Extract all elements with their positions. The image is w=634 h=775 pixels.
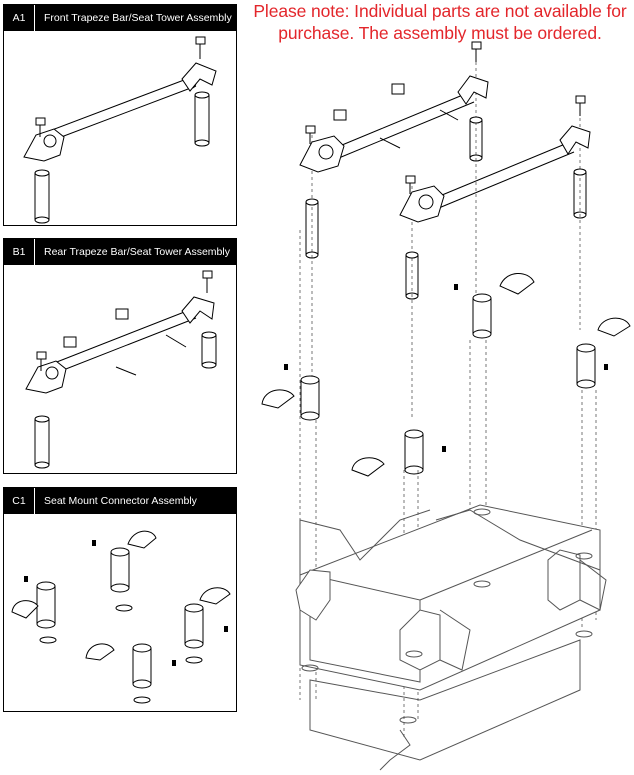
front-trapeze-drawing xyxy=(23,36,217,224)
panel-front-trapeze: A1 Front Trapeze Bar/Seat Tower Assembly xyxy=(3,4,237,226)
connector-icon xyxy=(110,530,157,612)
nut-icon xyxy=(63,336,77,348)
nut-icon xyxy=(115,308,129,320)
base-frame-icon xyxy=(295,504,607,771)
seat-tower-icon xyxy=(405,251,419,300)
panel-id: C1 xyxy=(4,488,35,514)
connector-icon xyxy=(11,581,57,644)
panel-seat-mount: C1 Seat Mount Connector Assembly xyxy=(3,487,237,712)
connector-icon xyxy=(85,643,152,704)
seat-tower-icon xyxy=(469,116,483,162)
parts-notice: Please note: Individual parts are not av… xyxy=(246,0,634,44)
bolt-icon xyxy=(195,36,206,59)
rear-trapeze-bar-icon xyxy=(399,95,591,223)
notice-line-1: Please note: Individual parts are not av… xyxy=(253,1,627,21)
seat-tower-icon xyxy=(34,415,50,469)
panel-title: Rear Trapeze Bar/Seat Tower Assembly xyxy=(44,246,230,258)
connector-icon xyxy=(184,587,231,664)
seat-tower-icon xyxy=(305,198,319,259)
connector-icon xyxy=(351,429,446,477)
connector-icon xyxy=(261,364,320,421)
panel-id: B1 xyxy=(4,239,35,265)
panel-header: C1 Seat Mount Connector Assembly xyxy=(4,488,236,514)
panel-header: B1 Rear Trapeze Bar/Seat Tower Assembly xyxy=(4,239,236,265)
panel-rear-trapeze: B1 Rear Trapeze Bar/Seat Tower Assembly xyxy=(3,238,237,474)
bracket-right-icon xyxy=(181,62,217,92)
seat-tower-icon xyxy=(194,91,210,147)
connector-icon xyxy=(576,317,631,389)
notice-line-2: purchase. The assembly must be ordered. xyxy=(278,23,602,43)
seat-mount-drawing xyxy=(11,530,231,704)
front-trapeze-bar-icon xyxy=(299,41,489,173)
panel-title: Seat Mount Connector Assembly xyxy=(44,495,197,507)
panel-title: Front Trapeze Bar/Seat Tower Assembly xyxy=(44,12,232,24)
panel-id: A1 xyxy=(4,5,35,31)
seat-tower-icon xyxy=(573,168,587,219)
panel-header: A1 Front Trapeze Bar/Seat Tower Assembly xyxy=(4,5,236,31)
trapeze-bar-icon xyxy=(43,308,197,377)
seat-tower-icon xyxy=(34,169,50,224)
seat-tower-icon xyxy=(201,331,217,369)
rear-trapeze-drawing xyxy=(25,270,217,469)
connector-icon xyxy=(454,273,535,339)
